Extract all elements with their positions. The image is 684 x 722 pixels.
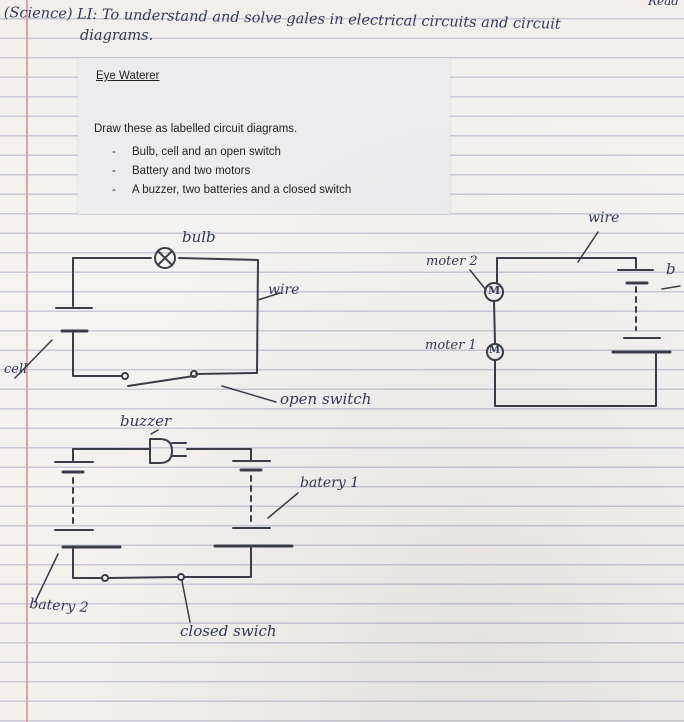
margin-line: [26, 0, 28, 722]
task-text: A buzzer, two batteries and a closed swi…: [132, 184, 352, 196]
worksheet-title: Eye Waterer: [96, 70, 160, 82]
label-wire-left: wire: [268, 282, 300, 298]
task-text: Battery and two motors: [132, 165, 251, 177]
label-wire-right: wire: [588, 210, 620, 226]
worksheet: Eye Waterer Draw these as labelled circu…: [78, 58, 450, 214]
heading-line-2: diagrams.: [80, 28, 154, 44]
task-item: -Bulb, cell and an open switch: [112, 146, 281, 158]
closed-switch-symbol: [101, 573, 185, 582]
buzzer-symbol: [149, 438, 187, 464]
label-motor-1: moter 1: [425, 338, 477, 353]
label-motor-2: moter 2: [426, 254, 478, 269]
label-buzzer: buzzer: [120, 412, 172, 430]
cell-symbol: [55, 307, 93, 333]
task-text: Bulb, cell and an open switch: [132, 146, 281, 158]
task-item: -A buzzer, two batteries and a closed sw…: [112, 184, 352, 196]
label-bulb: bulb: [182, 228, 216, 246]
label-cell: cell: [4, 362, 28, 377]
motor-2-letter: M: [488, 284, 501, 297]
bulb-symbol: [154, 247, 176, 269]
battery-1-symbol: [213, 448, 294, 548]
battery-symbol: [611, 269, 672, 354]
open-switch-symbol: [121, 370, 198, 387]
worksheet-instruction: Draw these as labelled circuit diagrams.: [94, 123, 298, 135]
heading-corner-text: Read: [648, 0, 679, 8]
label-b-partial: b: [666, 260, 676, 278]
circuit-2: [469, 231, 681, 407]
motor-1-letter: M: [489, 345, 501, 356]
label-battery-1: batery 1: [300, 475, 360, 491]
task-list: -Bulb, cell and an open switch -Battery …: [96, 146, 351, 203]
label-closed-switch: closed swich: [180, 622, 277, 640]
task-item: -Battery and two motors: [112, 165, 251, 177]
label-open-switch: open switch: [280, 390, 372, 408]
battery-2-symbol: [54, 448, 122, 549]
circuit-1: [14, 247, 281, 403]
circuit-3: [34, 429, 299, 623]
